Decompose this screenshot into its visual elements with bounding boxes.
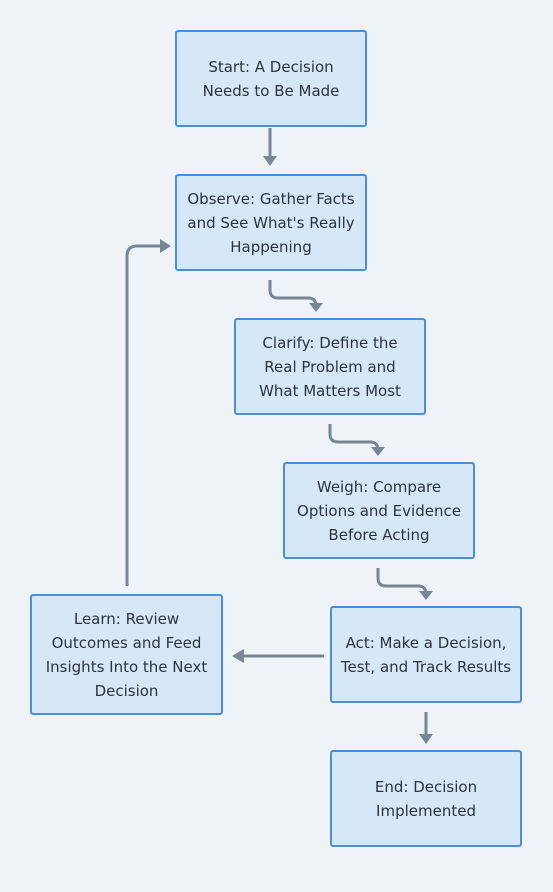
edge-observe-to-clarify bbox=[268, 280, 323, 312]
edge-clarify-to-weigh bbox=[328, 424, 385, 456]
node-act-label: Act: Make a Decision, Test, and Track Re… bbox=[340, 633, 512, 676]
edge-act-to-end bbox=[419, 712, 433, 744]
node-weigh-label: Weigh: Compare Options and Evidence Befo… bbox=[297, 477, 461, 544]
node-start: Start: A Decision Needs to Be Made bbox=[175, 30, 367, 127]
node-end-label: End: Decision Implemented bbox=[374, 777, 478, 820]
edge-start-to-observe bbox=[263, 128, 277, 166]
edge-weigh-to-act bbox=[376, 568, 433, 600]
node-weigh: Weigh: Compare Options and Evidence Befo… bbox=[283, 462, 475, 559]
node-observe: Observe: Gather Facts and See What's Rea… bbox=[175, 174, 367, 271]
node-act: Act: Make a Decision, Test, and Track Re… bbox=[330, 606, 522, 703]
edge-act-to-learn bbox=[232, 649, 324, 663]
node-start-label: Start: A Decision Needs to Be Made bbox=[202, 57, 340, 100]
node-learn: Learn: Review Outcomes and Feed Insights… bbox=[30, 594, 223, 715]
edge-learn-to-observe bbox=[125, 239, 171, 586]
node-observe-label: Observe: Gather Facts and See What's Rea… bbox=[187, 189, 355, 256]
node-learn-label: Learn: Review Outcomes and Feed Insights… bbox=[45, 609, 208, 700]
node-end: End: Decision Implemented bbox=[330, 750, 522, 847]
node-clarify-label: Clarify: Define the Real Problem and Wha… bbox=[259, 333, 401, 400]
node-clarify: Clarify: Define the Real Problem and Wha… bbox=[234, 318, 426, 415]
